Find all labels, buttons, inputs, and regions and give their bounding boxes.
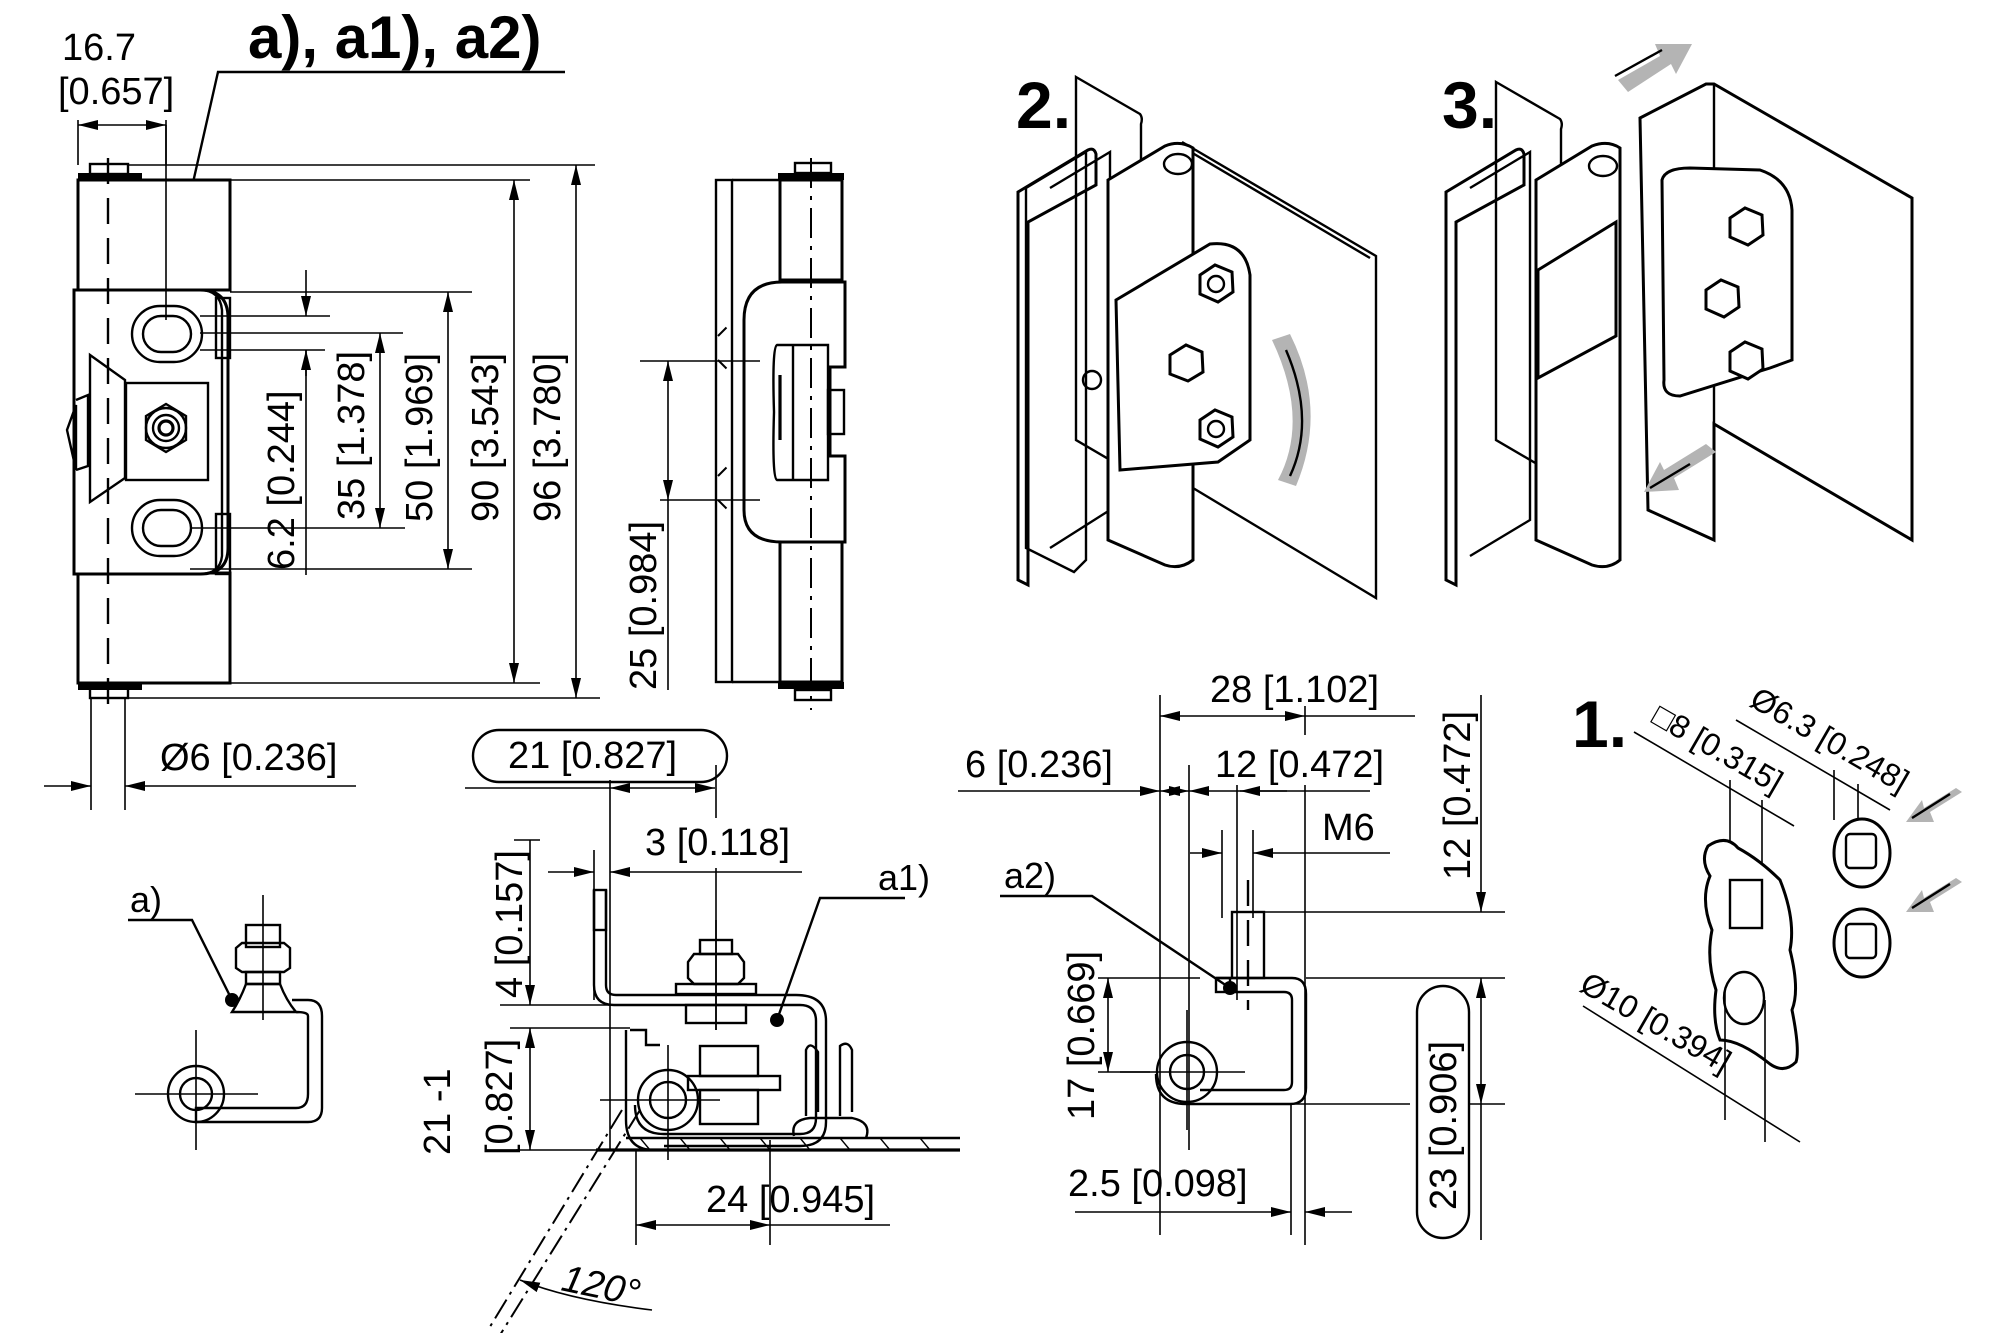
section-a1: 21 [0.827] 3 [0.118] a1): [417, 728, 960, 1333]
rotate-adjust-arrow-icon: [1272, 334, 1311, 486]
callout-a2: a2): [1004, 855, 1056, 896]
step3-nut-center-icon: [1704, 278, 1741, 319]
dim-thread-size: M6: [1322, 807, 1375, 849]
dim-23-height: 23 [0.906]: [1423, 1041, 1465, 1210]
latch-cone: [88, 352, 127, 505]
a-nut-icon: [234, 941, 292, 974]
callout-a1: a1): [878, 857, 930, 898]
callout-a: a): [130, 879, 162, 920]
a-bracket: [194, 998, 324, 1124]
square-washer-bottom: [1832, 907, 1892, 979]
section-a: a): [128, 879, 324, 1150]
dim-17-height: 17 [0.669]: [1061, 951, 1103, 1120]
dim-21-tol-inch: [0.827]: [479, 1039, 521, 1155]
step-1-illustration: 1. □8 [0.315] Ø6.3 [0.248] Ø10 [0.394]: [1572, 680, 1962, 1143]
step2-nut-bottom-icon: [1198, 408, 1235, 449]
side-leaf: [742, 280, 847, 544]
pin-washer-top: [78, 173, 142, 180]
slot-top-outer: [130, 304, 204, 364]
step-3-illustration: 3.: [1442, 44, 1914, 588]
knuckle-top: [76, 178, 232, 292]
dim-23-pill: [1415, 984, 1471, 1240]
step2-nut-top-icon: [1198, 263, 1235, 304]
dim-4-offset: 4 [0.157]: [489, 850, 531, 998]
round-hole: [1722, 970, 1766, 1026]
knuckle-bottom: [76, 571, 232, 685]
dim-slot-spacing: 35 [1.378]: [331, 351, 373, 520]
square-hole: [1728, 878, 1764, 930]
dim-12-height: 12 [0.472]: [1437, 711, 1479, 880]
dim-2-5-thickness: 2.5 [0.098]: [1068, 1163, 1248, 1205]
step2-screw-icon: [1081, 369, 1103, 391]
detail-title: a), a1), a2): [248, 4, 541, 71]
dim-6-offset: 6 [0.236]: [965, 744, 1113, 786]
front-view: [65, 158, 232, 710]
dim-total-height: 96 [3.780]: [527, 353, 569, 522]
dim-12-width: 12 [0.472]: [1215, 744, 1384, 786]
dim-28-width: 28 [1.102]: [1210, 669, 1379, 711]
step3-nut-bottom-icon: [1728, 340, 1765, 381]
dim-24-depth: 24 [0.945]: [706, 1179, 875, 1221]
dim-body-height: 90 [3.543]: [465, 353, 507, 522]
side-view: [714, 158, 847, 710]
frame-profile: [714, 178, 734, 684]
a1-bracket: [592, 890, 818, 1136]
side-view-dimensions: 25 [0.984]: [623, 360, 760, 690]
step-2-label: 2.: [1016, 68, 1071, 142]
dim-21-tol: 21 -1: [417, 1068, 459, 1155]
dim-3-thickness: 3 [0.118]: [645, 822, 790, 864]
title-leader-line: [183, 70, 565, 219]
center-nut-icon: [144, 402, 188, 454]
dim-offset-in: [0.657]: [58, 71, 174, 113]
step2-nut-center-icon: [1168, 343, 1205, 383]
slot-top: [141, 314, 193, 354]
a1-seal: [792, 1116, 869, 1139]
dim-opening-angle: 120°: [558, 1258, 644, 1315]
dim-slot-width: 6.2 [0.244]: [261, 390, 303, 570]
a2-bracket: [1154, 976, 1308, 1106]
dim-pin-diameter: Ø6 [0.236]: [160, 737, 337, 779]
dim-21-width: 21 [0.827]: [508, 735, 677, 777]
dim-offset-mm: 16.7: [62, 27, 136, 69]
dim-21-pill: [471, 728, 729, 784]
dim-slot-pitch: 25 [0.984]: [623, 521, 665, 690]
step-1-label: 1.: [1572, 687, 1627, 761]
lift-arrow-icon: [1618, 44, 1692, 92]
base-hatch: [639, 1137, 931, 1151]
front-view-dimensions: 16.7 [0.657] 6.2 [0.244] 35 [1.378] 50 […: [44, 27, 600, 810]
panel-plate: [1703, 839, 1799, 1070]
step-2-illustration: 2.: [1016, 68, 1378, 601]
step3-nut-top-icon: [1728, 206, 1765, 247]
dim-plate-height: 50 [1.969]: [399, 353, 441, 522]
section-a2: 28 [1.102] 6 [0.236] 12 [0.472] M6 a2): [958, 669, 1505, 1245]
square-washer-top: [1832, 817, 1892, 889]
step-3-label: 3.: [1442, 68, 1497, 142]
pin-washer-bottom: [78, 683, 142, 690]
step2-door-leaf: [1181, 140, 1378, 601]
